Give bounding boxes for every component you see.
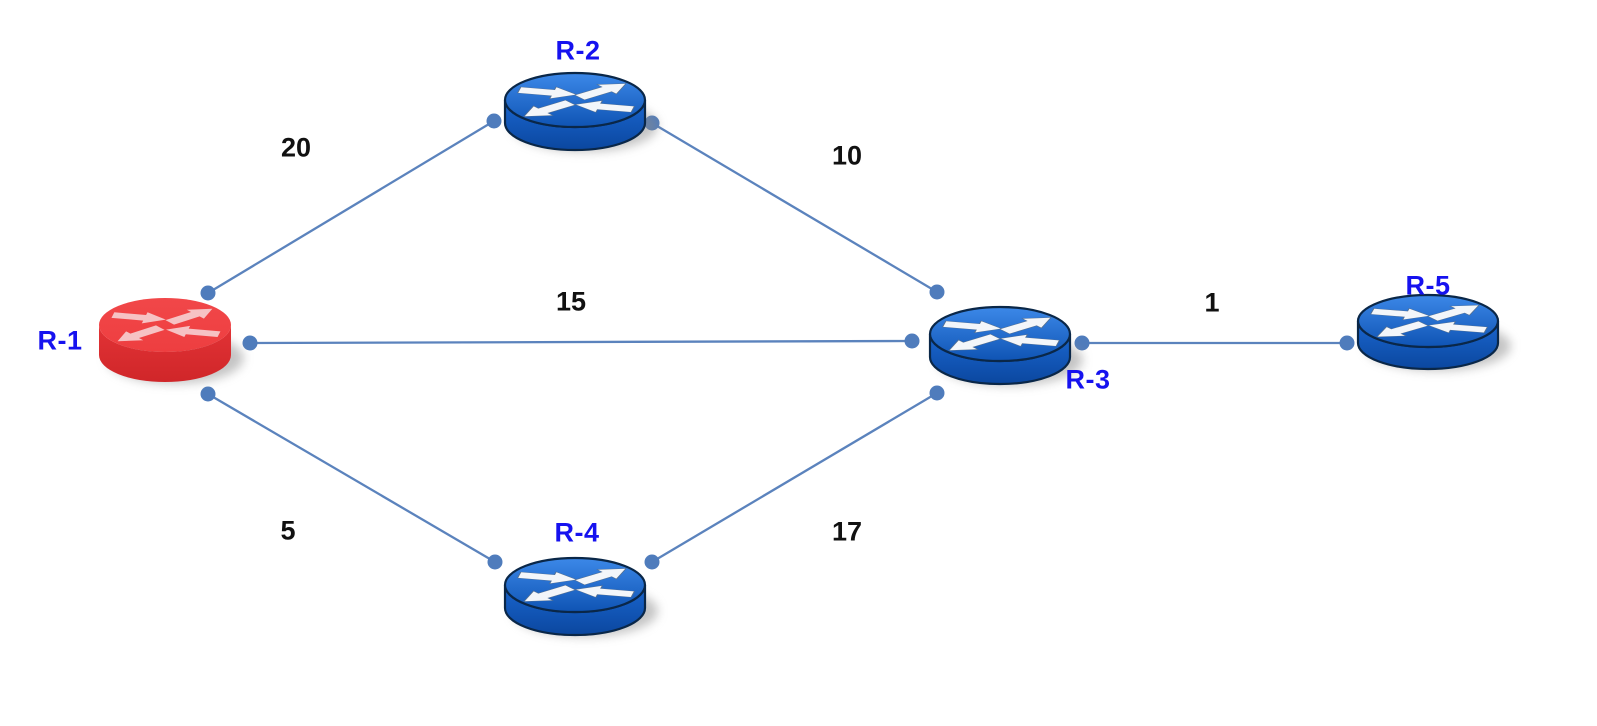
edge-r1-r3	[242, 333, 920, 351]
link-line	[207, 393, 496, 563]
edge-r1-r2	[200, 113, 502, 301]
router-arrow-icon	[574, 83, 627, 101]
router-r2	[503, 71, 658, 152]
router-arrow-icon	[1376, 320, 1429, 338]
router-arrow-icon	[999, 334, 1061, 347]
link-endpoint-dot	[1074, 335, 1090, 351]
router-arrow-icon	[1427, 321, 1489, 334]
router-r4	[503, 556, 658, 637]
router-arrow-icon	[165, 308, 213, 325]
link-endpoint-dot	[200, 285, 216, 301]
link-endpoint-dot	[644, 554, 660, 570]
router-arrow-icon	[117, 325, 165, 342]
router-arrows-icon	[111, 308, 221, 342]
router-arrow-icon	[1427, 304, 1480, 322]
router-arrow-icon	[523, 584, 576, 602]
router-arrow-icon	[516, 571, 578, 585]
edge-weight-r4-r3: 17	[831, 516, 863, 547]
edge-r4-r3	[644, 385, 945, 570]
router-arrows-icon	[516, 568, 636, 602]
router-arrow-icon	[523, 99, 576, 117]
router-arrow-icon	[574, 100, 636, 113]
router-arrow-icon	[574, 585, 636, 598]
node-label-r3: R-3	[1065, 364, 1111, 395]
link-endpoint-dot	[929, 385, 945, 401]
router-arrow-icon	[166, 325, 221, 337]
link-endpoint-dot	[1339, 335, 1355, 351]
router-arrow-icon	[1369, 307, 1431, 321]
edge-weight-r1-r3: 15	[555, 286, 587, 317]
link-endpoint-dot	[904, 333, 920, 349]
node-label-r2: R-2	[555, 35, 601, 66]
router-r1	[99, 298, 244, 384]
link-line	[249, 339, 913, 345]
router-arrow-icon	[111, 312, 166, 324]
link-line	[207, 120, 495, 294]
router-arrow-icon	[948, 333, 1001, 351]
router-top-face	[503, 556, 647, 614]
link-line	[651, 122, 938, 293]
link-endpoint-dot	[487, 554, 503, 570]
router-arrow-icon	[574, 568, 627, 586]
link-endpoint-dot	[242, 335, 258, 351]
router-top-face	[99, 298, 231, 352]
router-top-face	[503, 71, 647, 129]
node-label-r4: R-4	[554, 517, 600, 548]
edge-r2-r3	[644, 115, 945, 300]
edge-weight-r1-r2: 20	[280, 132, 312, 163]
link-endpoint-dot	[200, 386, 216, 402]
link-endpoint-dot	[929, 284, 945, 300]
edge-weight-r3-r5: 1	[1204, 287, 1220, 318]
router-arrow-icon	[941, 320, 1003, 334]
router-arrow-icon	[999, 317, 1052, 335]
node-label-r5: R-5	[1405, 270, 1451, 301]
router-arrow-icon	[516, 86, 578, 100]
router-r5	[1356, 293, 1511, 371]
edge-r3-r5	[1074, 335, 1355, 351]
link-line	[651, 392, 938, 563]
link-endpoint-dot	[486, 113, 502, 129]
router-arrows-icon	[1369, 304, 1489, 338]
router-body	[99, 325, 231, 382]
router-arrows-icon	[516, 83, 636, 117]
edge-weight-r2-r3: 10	[831, 140, 863, 171]
node-label-r1: R-1	[37, 325, 83, 356]
router-r3	[928, 305, 1083, 386]
edge-r1-r4	[200, 386, 503, 570]
router-top-face	[1356, 293, 1500, 349]
edge-weight-r1-r4: 5	[280, 515, 296, 546]
router-top-face	[928, 305, 1072, 363]
router-arrows-icon	[941, 317, 1061, 351]
